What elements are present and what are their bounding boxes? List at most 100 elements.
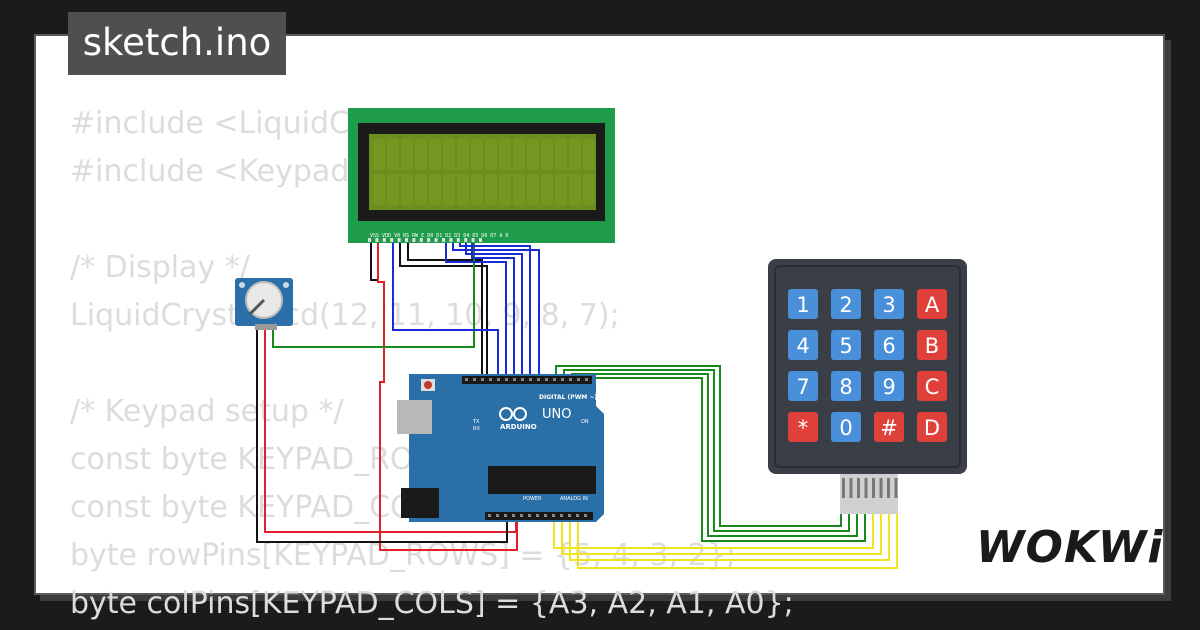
lcd-cell — [429, 139, 441, 170]
lcd-cell — [415, 139, 427, 170]
analog-power-pin — [568, 514, 571, 517]
analog-power-pin — [528, 514, 531, 517]
lcd-cell — [527, 174, 539, 205]
lcd-cell — [457, 174, 469, 205]
lcd-cell — [443, 139, 455, 170]
canvas-frame: #include <LiquidCrystal.h>#include <Keyp… — [34, 34, 1165, 621]
lcd-pin — [382, 238, 386, 242]
lcd-cell — [401, 174, 413, 205]
keypad-key[interactable]: C — [917, 371, 947, 401]
keypad-key-face — [917, 412, 947, 442]
wire-green — [272, 240, 475, 348]
digital-pin — [481, 378, 484, 381]
wire-green — [563, 369, 850, 532]
wire-black — [256, 327, 508, 543]
analog-power-pin — [544, 514, 547, 517]
lcd-cell — [401, 139, 413, 170]
lcd-pin — [405, 238, 408, 242]
wire-blue — [445, 240, 507, 380]
digital-pin — [553, 378, 556, 381]
digital-pin — [505, 378, 508, 381]
keypad-key[interactable]: D — [917, 412, 947, 442]
analog-power-pin — [488, 514, 491, 517]
wire-blue — [465, 240, 523, 380]
keypad-key-face — [917, 371, 947, 401]
keypad-key-face — [917, 289, 947, 319]
lcd-pin — [456, 238, 460, 242]
digital-header — [462, 376, 592, 384]
keypad-key[interactable]: 3 — [874, 289, 904, 319]
potentiometer[interactable] — [235, 278, 293, 330]
digital-label: DIGITAL (PWM ~) — [539, 394, 597, 401]
keypad-key[interactable]: A — [917, 289, 947, 319]
lcd-cell — [387, 174, 399, 205]
keypad-key[interactable]: * — [788, 412, 818, 442]
arduino-uno-board[interactable]: DIGITAL (PWM ~) UNO ARDUINO TX RX ON POW… — [397, 374, 604, 522]
digital-pin — [569, 378, 572, 381]
lcd-pin — [479, 238, 482, 242]
file-tab[interactable]: sketch.ino — [68, 12, 286, 75]
digital-pin — [529, 378, 532, 381]
wire-red — [264, 327, 517, 533]
lcd-cell — [513, 139, 525, 170]
power-label: POWER — [523, 496, 542, 502]
keypad-key[interactable]: 7 — [788, 371, 818, 401]
digital-pin — [585, 378, 588, 381]
keypad-key[interactable]: 2 — [831, 289, 861, 319]
lcd-cell — [373, 139, 385, 170]
keypad-key-label: 6 — [882, 334, 895, 358]
keypad-key[interactable]: 6 — [874, 330, 904, 360]
lcd-cell — [443, 174, 455, 205]
keypad-key-face — [874, 289, 904, 319]
keypad-key[interactable]: B — [917, 330, 947, 360]
lcd-cell — [471, 174, 483, 205]
lcd-pin — [427, 238, 431, 242]
code-line: /* Keypad setup */ — [70, 394, 344, 429]
keypad-key[interactable]: 4 — [788, 330, 818, 360]
lcd-cell — [583, 139, 595, 170]
keypad-key-label: 7 — [796, 375, 809, 399]
digital-pin — [465, 378, 468, 381]
keypad-key-face — [788, 412, 818, 442]
lcd-pin-labels: VSS VDD V0 RS RW E D0 D1 D2 D3 D4 D5 D6 … — [370, 233, 508, 239]
rx-label: RX — [473, 426, 480, 432]
lcd-pin — [390, 238, 394, 242]
tx-label: TX — [472, 419, 480, 425]
keypad-key-label: B — [925, 334, 939, 358]
keypad-key-label: # — [880, 416, 898, 440]
keypad-key-face — [788, 371, 818, 401]
wire-blue — [452, 240, 540, 380]
keypad-pin — [864, 478, 868, 498]
keypad-pin — [887, 478, 890, 498]
digital-pin — [497, 378, 500, 381]
wire-blue — [392, 240, 499, 380]
digital-pin — [545, 378, 548, 381]
digital-pin — [513, 378, 516, 381]
lcd-cell — [415, 174, 427, 205]
keypad-key[interactable]: 5 — [831, 330, 861, 360]
keypad-key[interactable]: 9 — [874, 371, 904, 401]
wire-yellow — [577, 512, 898, 569]
lcd-pin — [464, 238, 468, 242]
keypad-key[interactable]: 8 — [831, 371, 861, 401]
keypad-key-label: 8 — [839, 375, 852, 399]
potentiometer-knob-indicator — [248, 298, 266, 316]
keypad-key-label: 9 — [882, 375, 895, 399]
lcd-pin — [412, 238, 416, 242]
analog-power-pin — [576, 514, 579, 517]
digital-pin — [537, 378, 540, 381]
keypad-key-label: 5 — [839, 334, 852, 358]
keypad-key[interactable]: 0 — [831, 412, 861, 442]
lcd-display[interactable]: VSS VDD V0 RS RW E D0 D1 D2 D3 D4 D5 D6 … — [348, 108, 615, 243]
keypad-key-face — [831, 412, 861, 442]
code-line: /* Display */ — [70, 250, 250, 285]
wire-yellow — [553, 512, 874, 549]
analog-power-pin — [536, 514, 539, 517]
keypad-key[interactable]: # — [874, 412, 904, 442]
keypad-key-face — [917, 330, 947, 360]
lcd-cell — [485, 174, 497, 205]
wire-black — [399, 240, 488, 380]
keypad-key[interactable]: 1 — [788, 289, 818, 319]
keypad-key-label: A — [925, 293, 940, 317]
